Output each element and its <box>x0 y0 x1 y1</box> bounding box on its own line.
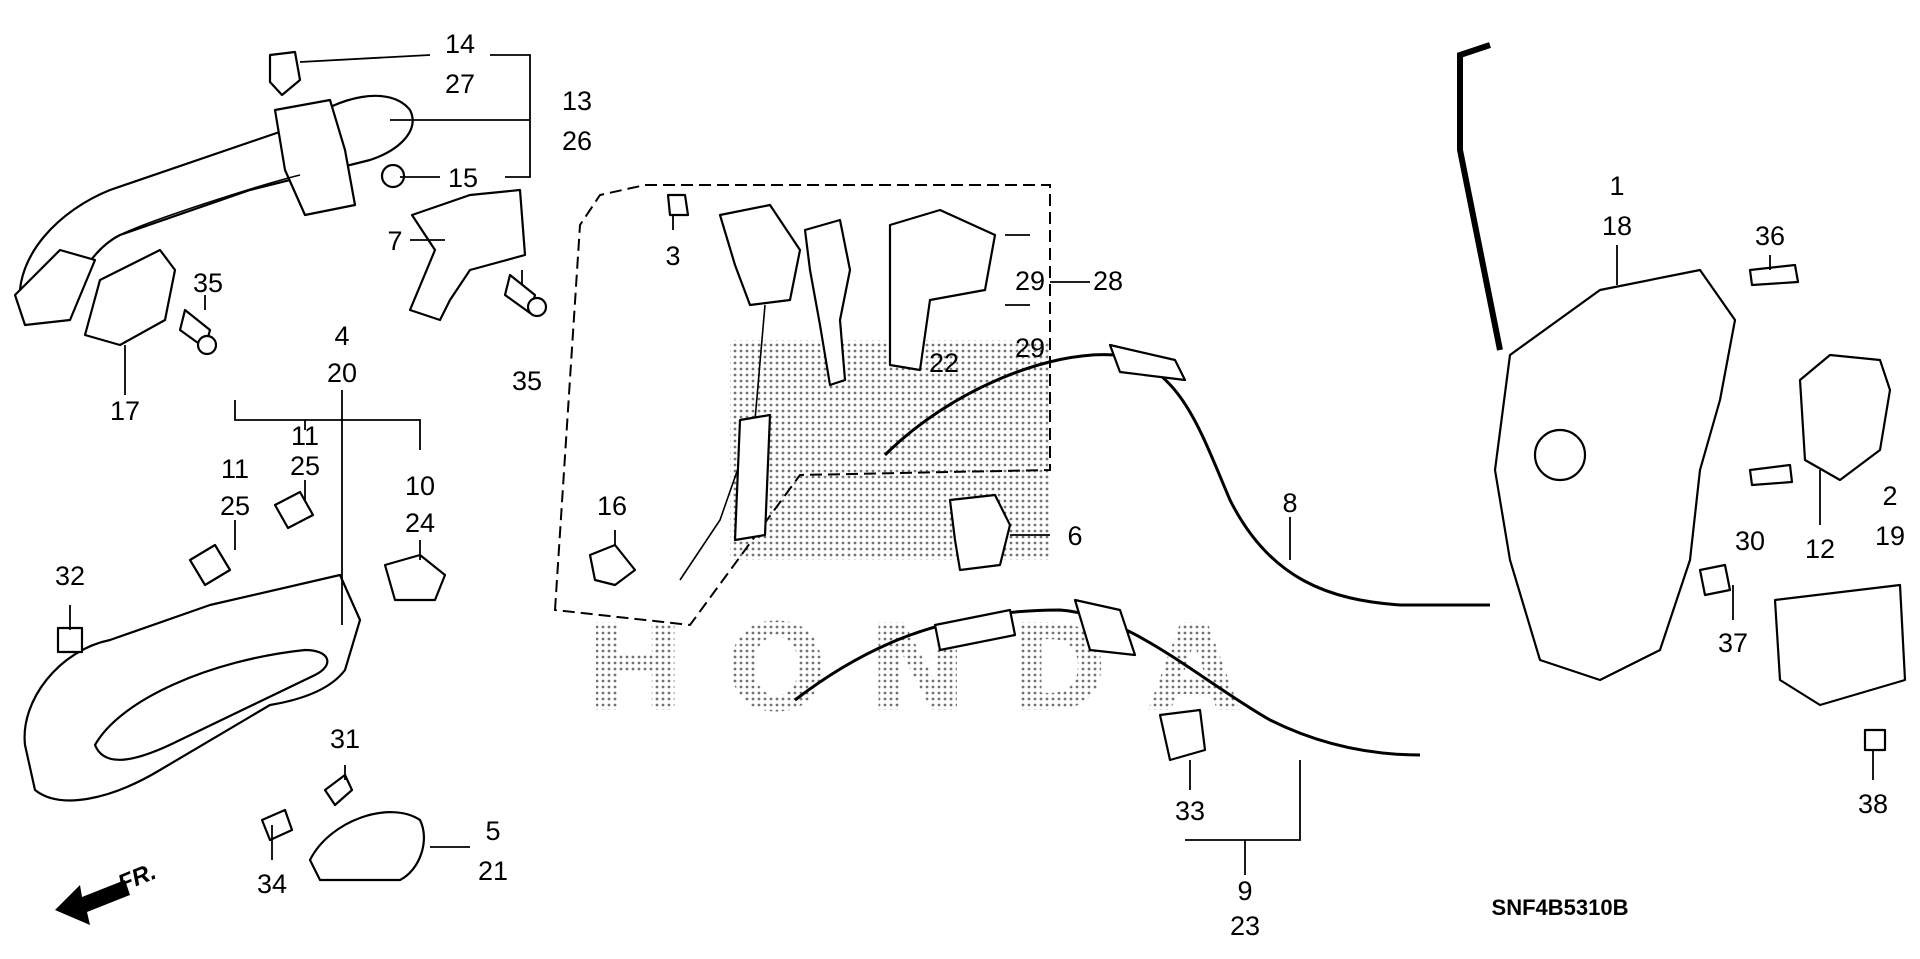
callout-30: 30 <box>1735 526 1765 556</box>
key <box>803 218 852 387</box>
handle-cap <box>308 811 425 882</box>
front-arrow-icon <box>55 880 130 925</box>
cable-9-grommet-b <box>1073 598 1137 657</box>
latch-hole <box>1533 428 1587 482</box>
honda-watermark: HONDA <box>585 340 1280 739</box>
callout-25-a: 25 <box>220 491 250 521</box>
handle-bolt-a <box>178 308 218 356</box>
callout-28: 28 <box>1093 266 1123 296</box>
callout-20: 20 <box>327 358 357 388</box>
callout-labels: 14 27 13 26 15 7 35 35 17 4 20 11 25 11 … <box>55 29 1905 941</box>
callout-13: 13 <box>562 86 592 116</box>
callout-6: 6 <box>1067 521 1082 551</box>
watermark-text: HONDA <box>585 600 1280 739</box>
callout-36: 36 <box>1755 221 1785 251</box>
latch-rod <box>1457 42 1503 351</box>
clip-11-b <box>273 490 315 530</box>
callout-27: 27 <box>445 69 475 99</box>
callout-14: 14 <box>445 29 475 59</box>
callout-11-a: 11 <box>221 454 249 484</box>
callout-17: 17 <box>110 396 140 426</box>
callout-19: 19 <box>1875 521 1905 551</box>
front-label: FR. <box>114 858 160 898</box>
clip-11-a <box>188 543 232 587</box>
key-cylinder-group-frame <box>553 184 1051 627</box>
clip-32 <box>56 626 84 654</box>
door-lock-latch <box>1493 268 1737 682</box>
connector-6 <box>948 493 1012 572</box>
callout-29-b: 29 <box>1015 333 1045 363</box>
cable-8-grommet <box>1108 343 1187 382</box>
callout-22: 22 <box>929 348 959 378</box>
callout-24: 24 <box>405 508 435 538</box>
callout-16: 16 <box>597 491 627 521</box>
handle-nut <box>380 163 406 189</box>
screw-36 <box>1748 263 1800 287</box>
callout-1: 1 <box>1609 171 1624 201</box>
callout-18: 18 <box>1602 211 1632 241</box>
callout-15: 15 <box>448 163 478 193</box>
handle-bolt-b <box>503 273 548 318</box>
callout-38: 38 <box>1858 789 1888 819</box>
callout-29-a: 29 <box>1015 266 1045 296</box>
connector-16 <box>588 543 637 587</box>
callout-8: 8 <box>1282 488 1297 518</box>
callout-10: 10 <box>405 471 435 501</box>
callout-25-b: 25 <box>290 451 320 481</box>
screw-37 <box>1698 563 1732 597</box>
latch-cover <box>1773 583 1907 707</box>
handle-gasket <box>83 248 177 347</box>
callout-9: 9 <box>1237 876 1252 906</box>
callout-33: 33 <box>1175 796 1205 826</box>
callout-37: 37 <box>1718 628 1748 658</box>
callout-11-b: 11 <box>291 421 319 451</box>
screw-31 <box>323 773 354 807</box>
screw-3 <box>666 193 690 217</box>
clip-33 <box>1158 708 1207 762</box>
callout-7: 7 <box>387 226 402 256</box>
clip-10 <box>383 553 447 602</box>
cylinder-bracket <box>888 208 997 372</box>
callout-35-b: 35 <box>512 366 542 396</box>
callout-35-a: 35 <box>193 268 223 298</box>
outer-door-handle <box>13 94 414 327</box>
striker <box>1798 353 1892 482</box>
callout-4: 4 <box>334 321 349 351</box>
key-cylinder <box>718 203 802 307</box>
inner-handle-lever <box>93 648 329 761</box>
callout-26: 26 <box>562 126 592 156</box>
front-direction-indicator: FR. <box>55 858 160 925</box>
cable-9 <box>794 608 1421 757</box>
callout-12: 12 <box>1805 534 1835 564</box>
callout-32: 32 <box>55 561 85 591</box>
rod-grommet <box>733 413 772 542</box>
callout-31: 31 <box>330 724 360 754</box>
handle-clip <box>268 50 302 97</box>
callout-23: 23 <box>1230 911 1260 941</box>
callout-2: 2 <box>1882 481 1897 511</box>
callout-21: 21 <box>478 856 508 886</box>
screw-38 <box>1863 728 1887 752</box>
diagram-code: SNF4B5310B <box>1492 895 1629 920</box>
cable-9-grommet-a <box>933 608 1017 652</box>
screw-34 <box>260 808 294 842</box>
callout-34: 34 <box>257 869 287 899</box>
leader-lines <box>69 54 1874 875</box>
callout-3: 3 <box>665 241 680 271</box>
cable-8 <box>883 353 1490 607</box>
callout-5: 5 <box>485 816 500 846</box>
screw-30 <box>1748 463 1794 487</box>
handle-bracket <box>408 188 527 322</box>
